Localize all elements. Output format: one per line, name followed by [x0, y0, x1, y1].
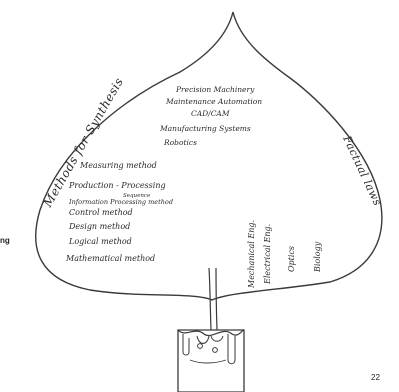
law-item: Mechanical Eng. — [247, 220, 256, 289]
method-item: Mathematical method — [65, 254, 155, 263]
left-title: Methods for Synthesis — [40, 75, 126, 210]
method-item: Measuring method — [79, 161, 157, 170]
method-item: Information Processing method — [68, 198, 173, 206]
method-item: Logical method — [68, 237, 132, 246]
methods-list: Measuring method Production - Processing… — [65, 161, 173, 263]
method-item: Sequence — [123, 193, 151, 199]
method-item: Design method — [68, 222, 130, 231]
right-title: Factual laws — [340, 133, 384, 208]
law-item: Biology — [313, 241, 322, 273]
law-item: Electrical Eng. — [263, 224, 272, 285]
wick-line — [208, 267, 212, 331]
side-label: ng — [0, 236, 10, 245]
law-item: Optics — [287, 246, 296, 272]
top-item: Robotics — [163, 138, 197, 147]
top-item: Precision Machinery — [175, 85, 255, 94]
wick-line — [215, 267, 218, 331]
top-item: Maintenance Automation — [165, 97, 262, 106]
candle — [177, 329, 245, 392]
page-number: 22 — [371, 373, 380, 382]
flame-outline — [35, 11, 383, 301]
method-item: Control method — [69, 208, 133, 217]
method-item: Production - Processing — [68, 181, 166, 190]
top-items: Precision Machinery Maintenance Automati… — [159, 85, 262, 147]
laws-list: Mechanical Eng. Electrical Eng. Optics B… — [247, 220, 322, 289]
top-item: CAD/CAM — [191, 109, 230, 118]
top-item: Manufacturing Systems — [159, 124, 251, 133]
